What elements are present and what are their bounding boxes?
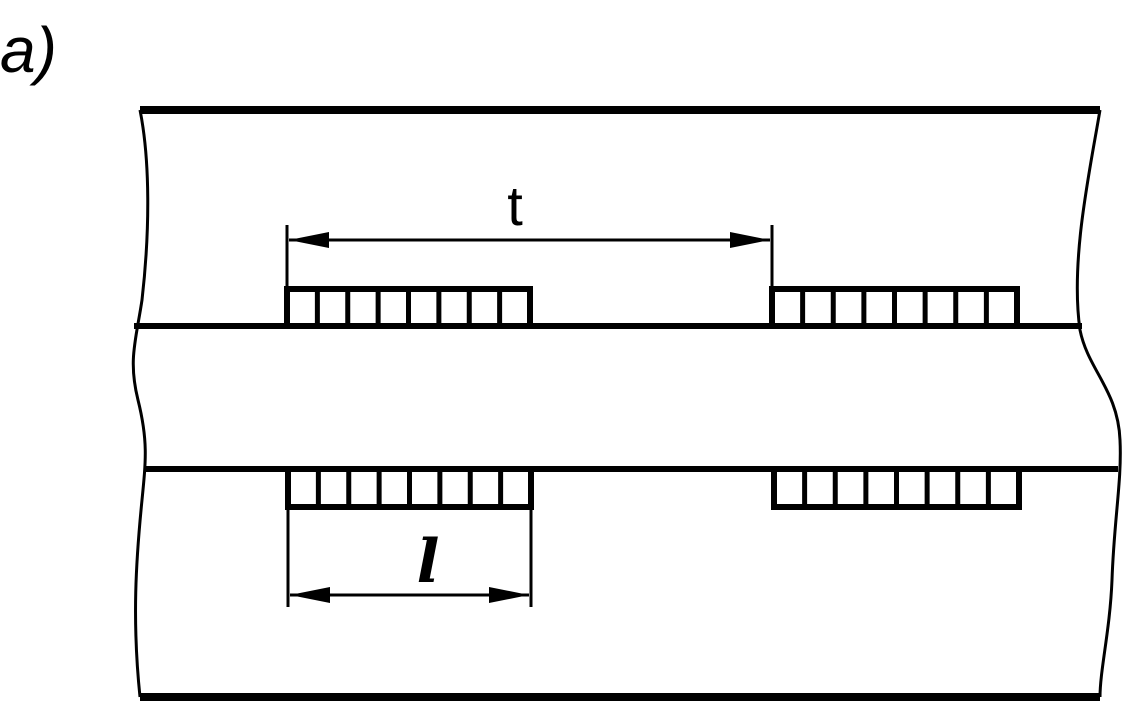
right-break-line — [1075, 109, 1122, 698]
pitch-label: t — [507, 174, 523, 237]
panel-label: a) — [0, 14, 57, 86]
weld-group-top-1 — [284, 286, 533, 329]
weld-groups — [284, 286, 1022, 510]
left-break-line — [131, 109, 150, 698]
weld-group-bottom-1 — [285, 466, 534, 510]
weld-group-top-2 — [769, 286, 1020, 329]
length-label: l — [417, 527, 440, 597]
weld-group-bottom-2 — [771, 466, 1022, 510]
